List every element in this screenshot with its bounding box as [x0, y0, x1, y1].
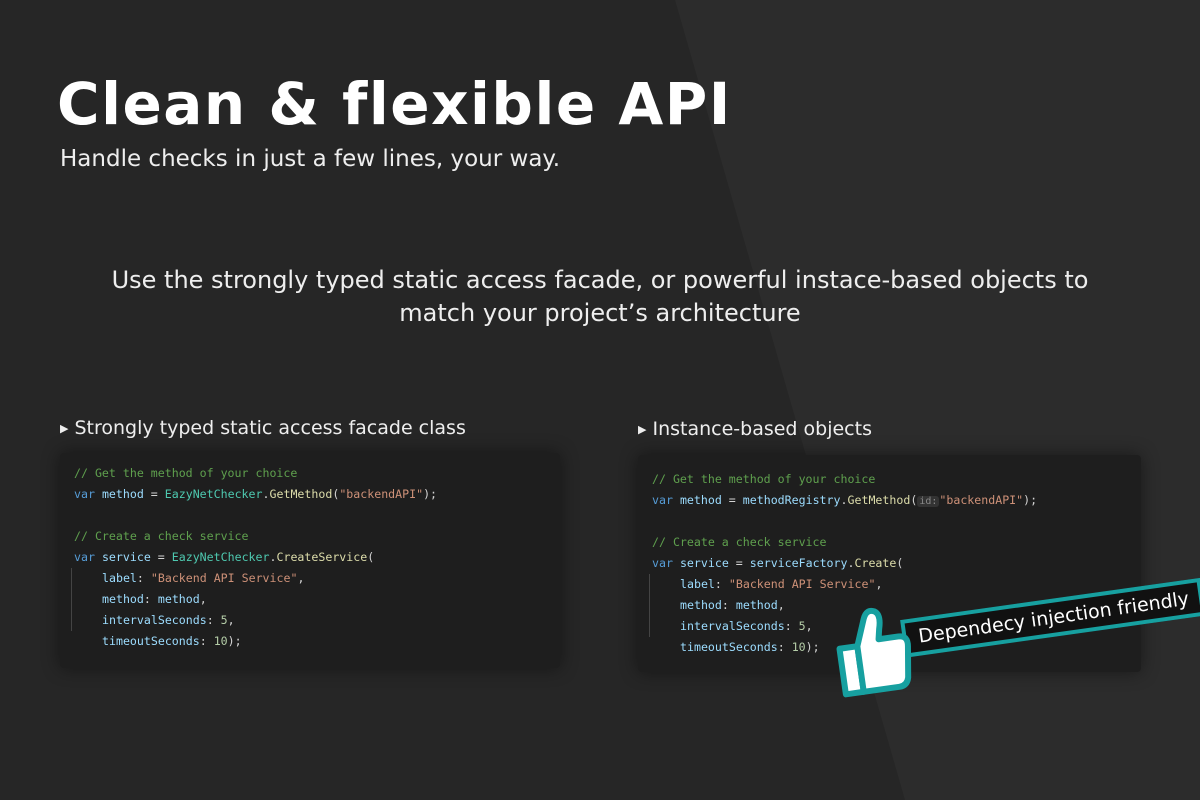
code-line: method: method, [680, 598, 785, 612]
code-line: var method = methodRegistry.GetMethod(id… [652, 493, 1038, 507]
code-block-static: // Get the method of your choice var met… [60, 453, 560, 668]
code-line: label: "Backend API Service", [680, 577, 883, 591]
lead-line-2: match your project’s architecture [399, 299, 801, 327]
section-heading-static: ▶ Strongly typed static access facade cla… [60, 417, 466, 439]
code-line: intervalSeconds: 5, [102, 613, 235, 627]
code-line: // Get the method of your choice [652, 472, 876, 486]
code-line: intervalSeconds: 5, [680, 619, 813, 633]
code-line: var service = EazyNetChecker.CreateServi… [74, 550, 375, 564]
page-title: Clean & flexible API [57, 70, 732, 138]
thumbs-up-icon [836, 607, 912, 698]
code-line: timeoutSeconds: 10); [680, 640, 820, 654]
code-line: method: method, [102, 592, 207, 606]
section-heading-label: Instance-based objects [652, 418, 872, 440]
lead-line-1: Use the strongly typed static access fac… [111, 266, 1089, 294]
code-line: timeoutSeconds: 10); [102, 634, 242, 648]
code-line: var service = serviceFactory.Create( [652, 556, 904, 570]
bullet-triangle-icon: ▶ [60, 422, 69, 435]
code-line: // Create a check service [652, 535, 827, 549]
section-heading-label: Strongly typed static access facade clas… [74, 417, 466, 439]
page-subtitle: Handle checks in just a few lines, your … [60, 146, 561, 172]
parameter-hint: id: [917, 496, 940, 507]
code-line: label: "Backend API Service", [102, 571, 305, 585]
code-line: // Get the method of your choice [74, 466, 298, 480]
code-line: var method = EazyNetChecker.GetMethod("b… [74, 487, 438, 501]
indent-guide [649, 574, 650, 637]
code-line: // Create a check service [74, 529, 249, 543]
lead-text: Use the strongly typed static access fac… [0, 264, 1200, 330]
bullet-triangle-icon: ▶ [638, 423, 647, 436]
indent-guide [71, 568, 72, 631]
section-heading-instance: ▶ Instance-based objects [638, 418, 872, 440]
